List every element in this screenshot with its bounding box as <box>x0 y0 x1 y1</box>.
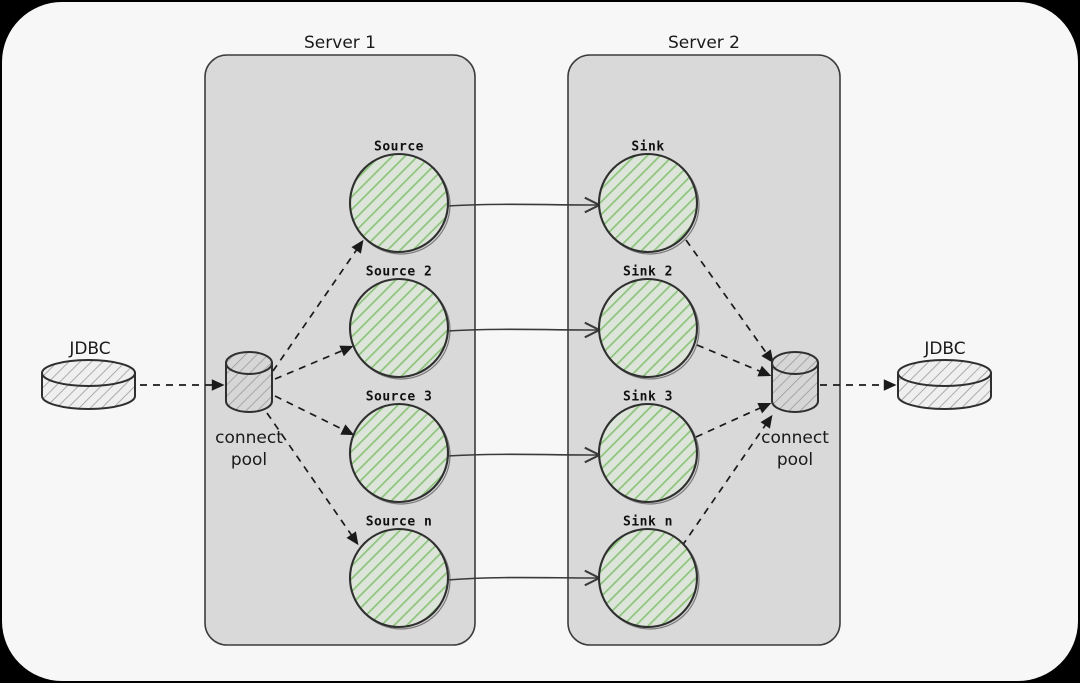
node-connect-pool-left[interactable]: connect pool <box>215 351 283 470</box>
node-sink-2[interactable]: Sink 2 <box>597 265 700 380</box>
edge-source-2-to-sink-2 <box>446 329 598 331</box>
jdbc-left-label: JDBC <box>68 339 110 359</box>
source-n-label: Source n <box>366 515 433 530</box>
connect-pool-right-label-line1: connect <box>761 428 829 448</box>
connect-pool-right-label-line2: pool <box>777 450 813 470</box>
sink-1-label: Sink <box>631 140 664 155</box>
node-connect-pool-right[interactable]: connect pool <box>761 351 829 470</box>
node-source-3[interactable]: Source 3 <box>348 390 451 505</box>
jdbc-right-label: JDBC <box>923 339 965 359</box>
node-source-1[interactable]: Source <box>348 140 451 255</box>
edge-pool-to-source-2 <box>274 345 354 380</box>
edge-pool-to-source-1 <box>272 239 364 372</box>
node-sink-n[interactable]: Sink n <box>597 515 700 630</box>
edge-sink-2-to-pool <box>696 344 772 377</box>
node-jdbc-left[interactable]: JDBC <box>41 339 136 410</box>
edge-sink-1-to-pool <box>685 239 774 364</box>
edge-sink-3-to-pool <box>695 402 772 438</box>
node-source-2[interactable]: Source 2 <box>348 265 451 380</box>
server1-title: Server 1 <box>304 33 376 53</box>
server2-title: Server 2 <box>668 33 740 53</box>
node-jdbc-right[interactable]: JDBC <box>897 339 992 410</box>
edge-source-3-to-sink-3 <box>446 454 598 456</box>
node-sink-3[interactable]: Sink 3 <box>597 390 700 505</box>
node-source-n[interactable]: Source n <box>348 515 451 630</box>
source-2-label: Source 2 <box>366 265 433 280</box>
edge-sink-n-to-pool <box>681 414 773 547</box>
edge-source-1-to-sink-1 <box>446 204 598 206</box>
sink-n-label: Sink n <box>623 515 673 530</box>
sink-3-label: Sink 3 <box>623 390 673 405</box>
connect-pool-left-label-line1: connect <box>215 428 283 448</box>
sink-2-label: Sink 2 <box>623 265 673 280</box>
edge-pool-to-source-n <box>266 412 359 546</box>
source-3-label: Source 3 <box>366 390 433 405</box>
edge-pool-to-source-3 <box>274 395 355 436</box>
connect-pool-left-label-line2: pool <box>231 450 267 470</box>
source-1-label: Source <box>374 140 424 155</box>
edge-source-n-to-sink-n <box>446 578 598 581</box>
node-sink-1[interactable]: Sink <box>597 140 700 255</box>
